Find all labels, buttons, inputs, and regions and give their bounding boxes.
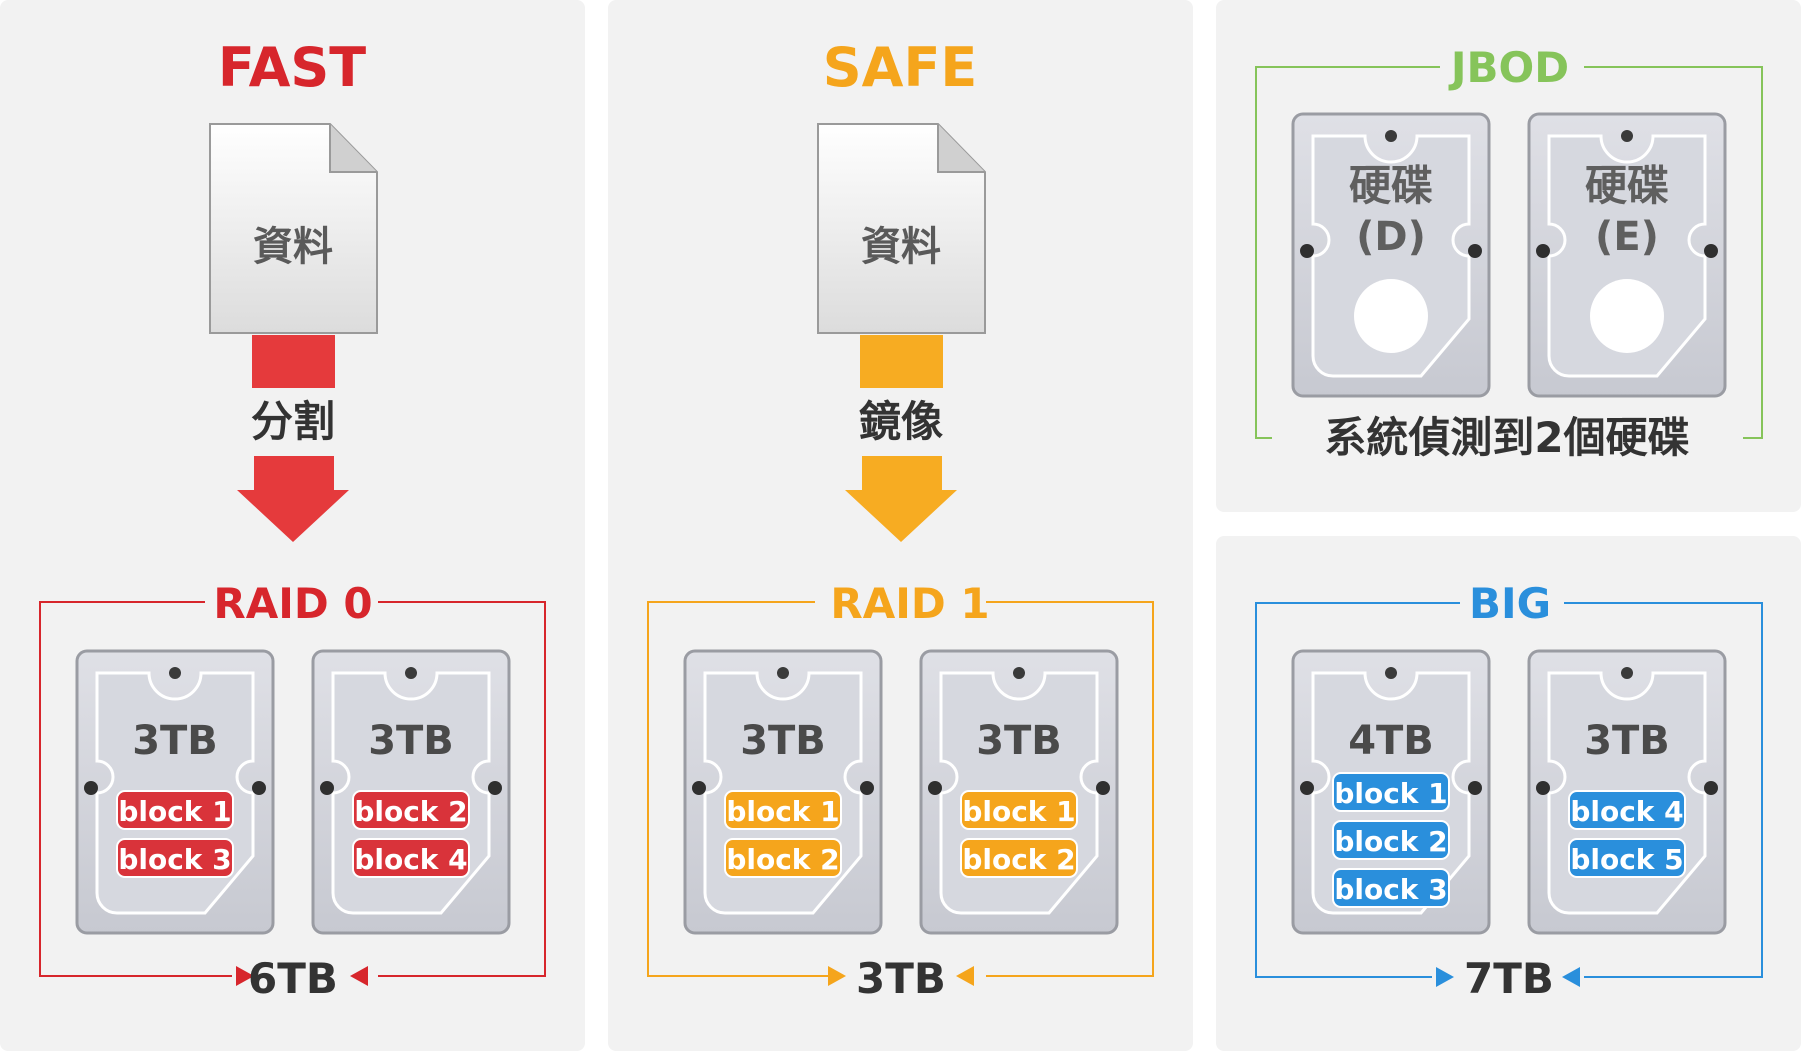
raid0-section: FAST 資料 分割 RAID 0 3TB block 1 block 3 3T…: [39, 36, 546, 1003]
raid0-heading: FAST: [218, 36, 366, 99]
block-label: block 1: [1334, 777, 1447, 810]
block-badge: [1332, 820, 1450, 860]
hard-disk-icon: 4TB block 1 block 2 block 3: [1291, 649, 1491, 935]
arrow-right-icon: [828, 966, 846, 986]
total-capacity: 6TB: [248, 954, 338, 1003]
hard-disk-icon: 3TB block 4 block 5: [1527, 649, 1727, 935]
block-badge: [1332, 772, 1450, 812]
group-title: RAID 1: [830, 579, 989, 628]
group-bracket: [39, 601, 546, 977]
jbod-caption: 系統偵測到2個硬碟: [1324, 413, 1689, 462]
document-icon: [209, 123, 378, 334]
group-title: RAID 0: [213, 579, 372, 628]
block-label: block 2: [1334, 825, 1447, 858]
arrow-right-icon: [236, 966, 254, 986]
disk-capacity: 3TB: [368, 718, 454, 764]
arrow-left-icon: [350, 966, 368, 986]
flow-bar: [252, 335, 335, 388]
disk-capacity: 3TB: [740, 718, 826, 764]
block-label: block 1: [118, 795, 231, 828]
document-label: 資料: [253, 224, 333, 270]
group-title: JBOD: [1448, 43, 1569, 92]
block-label: block 1: [962, 795, 1075, 828]
block-label: block 2: [962, 843, 1075, 876]
disk-letter: (D): [1356, 214, 1426, 260]
disk-capacity: 3TB: [132, 718, 218, 764]
disk-capacity: 4TB: [1348, 718, 1434, 764]
hard-disk-icon: 硬碟 (E): [1527, 112, 1727, 398]
arrow-left-icon: [1562, 967, 1580, 987]
arrow-down-icon: [237, 456, 349, 542]
block-badge: [352, 838, 470, 878]
total-capacity: 7TB: [1464, 954, 1554, 1003]
group-bracket: [647, 601, 1154, 977]
arrow-left-icon: [956, 966, 974, 986]
block-badge: [960, 838, 1078, 878]
jbod-section: JBOD 硬碟 (D) 硬碟 (E) 系統偵測到2個硬碟: [1255, 43, 1763, 462]
block-badge: [352, 790, 470, 830]
hard-disk-icon: 3TB block 1 block 2: [919, 649, 1119, 935]
block-badge: [724, 838, 842, 878]
block-badge: [960, 790, 1078, 830]
hard-disk-icon: 3TB block 2 block 4: [311, 649, 511, 935]
block-badge: [116, 838, 234, 878]
block-label: block 4: [354, 843, 467, 876]
document-label: 資料: [861, 224, 941, 270]
total-capacity: 3TB: [856, 954, 946, 1003]
block-badge: [1332, 868, 1450, 908]
hard-disk-icon: 3TB block 1 block 3: [75, 649, 275, 935]
big-section: BIG 4TB block 1 block 2 block 3 3TB bloc…: [1255, 579, 1763, 1003]
group-bracket: [1255, 602, 1763, 978]
block-badge: [1568, 790, 1686, 830]
raid1-section: SAFE 資料 鏡像 RAID 1 3TB block 1 block 2 3T…: [647, 36, 1154, 1003]
block-label: block 3: [118, 843, 231, 876]
group-title: BIG: [1469, 579, 1551, 628]
block-badge: [116, 790, 234, 830]
disk-name: 硬碟: [1349, 161, 1433, 210]
disk-capacity: 3TB: [1584, 718, 1670, 764]
arrow-down-icon: [845, 456, 957, 542]
document-icon: [817, 123, 986, 334]
block-label: block 2: [354, 795, 467, 828]
block-label: block 1: [726, 795, 839, 828]
disk-letter: (E): [1595, 214, 1659, 260]
block-label: block 3: [1334, 873, 1447, 906]
hard-disk-icon: 硬碟 (D): [1291, 112, 1491, 398]
block-badge: [1568, 838, 1686, 878]
block-label: block 4: [1570, 795, 1683, 828]
raid1-heading: SAFE: [823, 36, 977, 99]
action-label: 鏡像: [859, 397, 943, 446]
group-bracket: [1255, 66, 1763, 439]
disk-capacity: 3TB: [976, 718, 1062, 764]
action-label: 分割: [251, 397, 335, 446]
arrow-right-icon: [1436, 967, 1454, 987]
block-label: block 2: [726, 843, 839, 876]
disk-name: 硬碟: [1585, 161, 1669, 210]
block-badge: [724, 790, 842, 830]
flow-bar: [860, 335, 943, 388]
hard-disk-icon: 3TB block 1 block 2: [683, 649, 883, 935]
block-label: block 5: [1570, 843, 1683, 876]
